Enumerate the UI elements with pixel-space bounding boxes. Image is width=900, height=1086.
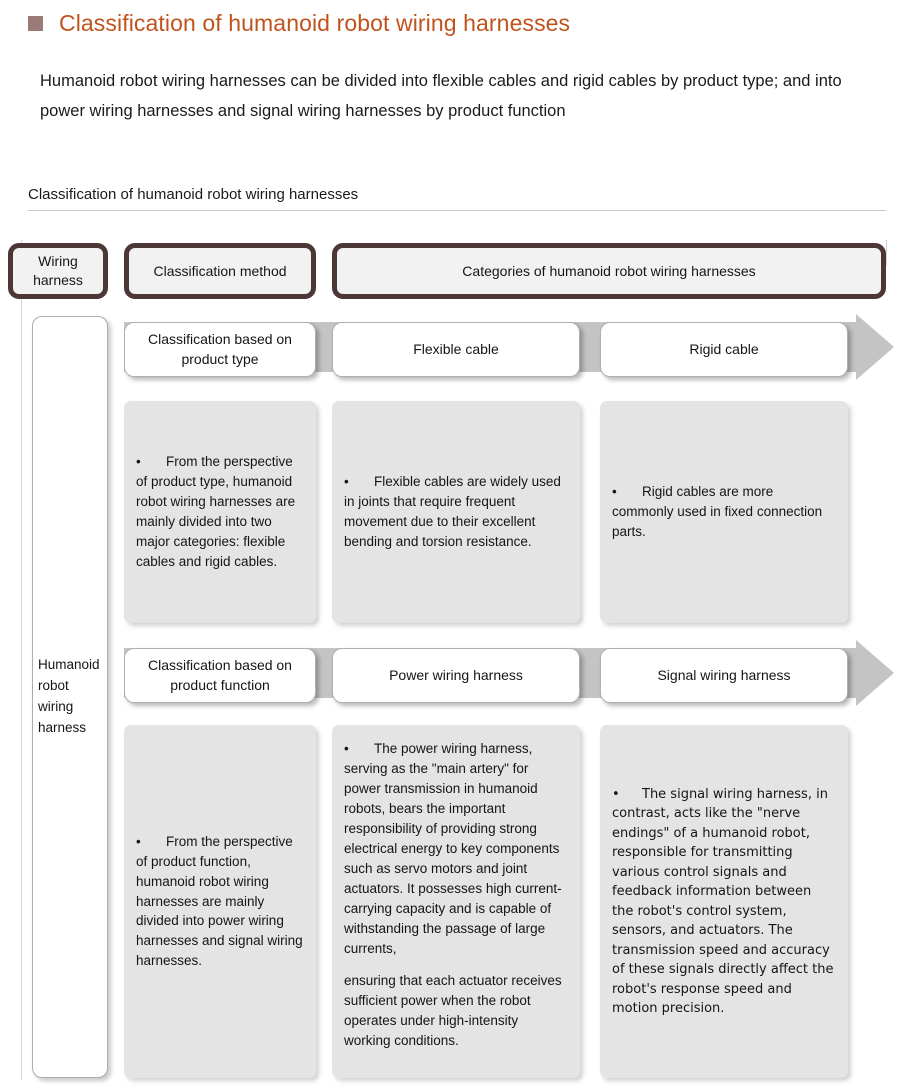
row-2-category-2-card: The signal wiring harness, in contrast, … xyxy=(600,725,848,1078)
page-title: Classification of humanoid robot wiring … xyxy=(59,10,571,36)
row-2-method-card: From the perspective of product function… xyxy=(124,725,316,1078)
row-1-category-2-card: Rigid cables are more commonly used in f… xyxy=(600,401,848,623)
frame-rule-left xyxy=(21,240,22,1080)
title-bullet-icon xyxy=(28,16,43,32)
section-heading: Classification of humanoid robot wiring … xyxy=(28,186,886,211)
classification-diagram: Wiring harness Classification method Cat… xyxy=(0,228,900,1086)
row-2-category-2-card-text: The signal wiring harness, in contrast, … xyxy=(612,785,836,1019)
header-root: Wiring harness xyxy=(8,243,108,299)
row-2-category-1-card: The power wiring harness, serving as the… xyxy=(332,725,580,1078)
row-2-method-label[interactable]: Classification based on product function xyxy=(124,648,316,703)
row-2-category-1-card-text: The power wiring harness, serving as the… xyxy=(344,739,568,959)
frame-rule-right xyxy=(886,240,887,266)
row-1-method-label[interactable]: Classification based on product type xyxy=(124,322,316,377)
row-1-method-card: From the perspective of product type, hu… xyxy=(124,401,316,623)
slide-title-row: Classification of humanoid robot wiring … xyxy=(0,0,900,38)
row-2-category-1-card-text-2: ensuring that each actuator receives suf… xyxy=(344,972,562,1048)
row-2-category-2-label[interactable]: Signal wiring harness xyxy=(600,648,848,703)
row-2-method-card-text: From the perspective of product function… xyxy=(136,832,304,972)
lead-paragraph: Humanoid robot wiring harnesses can be d… xyxy=(40,71,842,121)
section-heading-label: Classification of humanoid robot wiring … xyxy=(28,186,359,203)
row-1-category-2-label[interactable]: Rigid cable xyxy=(600,322,848,377)
row-1-category-2-card-text: Rigid cables are more commonly used in f… xyxy=(612,482,836,542)
row-1-category-1-label[interactable]: Flexible cable xyxy=(332,322,580,377)
row-1-category-1-card-text: Flexible cables are widely used in joint… xyxy=(344,472,568,552)
row-2-category-1-label[interactable]: Power wiring harness xyxy=(332,648,580,703)
root-column-label: Humanoid robot wiring harness xyxy=(38,657,100,735)
root-column: Humanoid robot wiring harness xyxy=(32,316,108,1078)
row-2-arrow-tip-icon xyxy=(856,640,894,706)
row-1-arrow-tip-icon xyxy=(856,314,894,380)
row-1-method-card-text: From the perspective of product type, hu… xyxy=(136,452,304,572)
header-classification-method: Classification method xyxy=(124,243,316,299)
row-1-category-1-card: Flexible cables are widely used in joint… xyxy=(332,401,580,623)
header-categories: Categories of humanoid robot wiring harn… xyxy=(332,243,886,299)
